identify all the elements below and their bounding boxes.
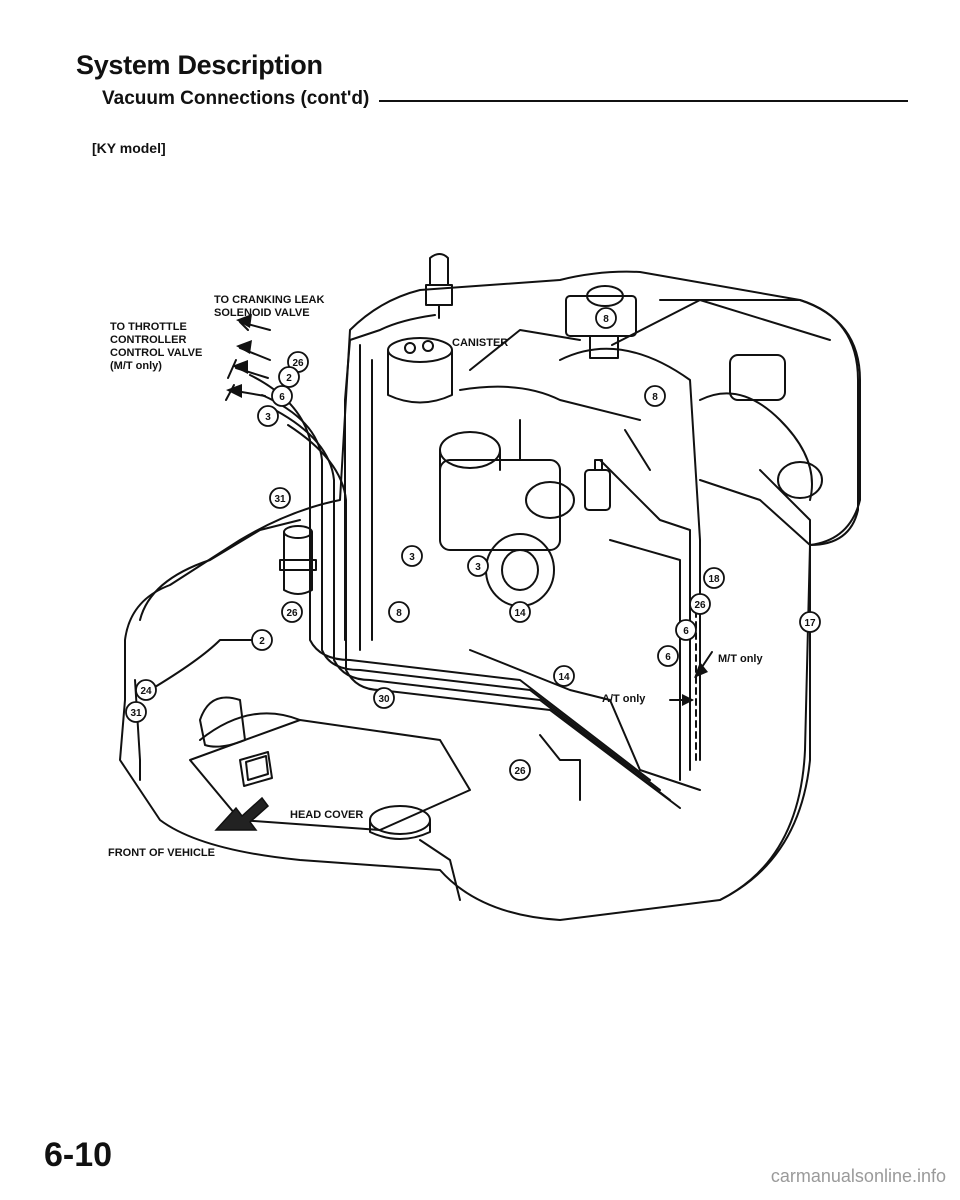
callout-26d: 26 bbox=[509, 759, 531, 781]
svg-text:14: 14 bbox=[514, 608, 526, 619]
subtitle-rule bbox=[379, 100, 908, 102]
hose-14 bbox=[459, 385, 641, 421]
label-head-cover: HEAD COVER bbox=[290, 809, 363, 821]
honda-emblem bbox=[239, 751, 273, 787]
callout-26b: 26 bbox=[689, 593, 711, 615]
callout-31a: 31 bbox=[269, 487, 291, 509]
carburetor-body bbox=[439, 459, 561, 551]
svg-text:6: 6 bbox=[279, 392, 285, 403]
callout-14b: 14 bbox=[553, 665, 575, 687]
svg-text:26: 26 bbox=[286, 608, 298, 619]
svg-text:3: 3 bbox=[265, 412, 271, 423]
svg-text:26: 26 bbox=[514, 766, 526, 777]
filter-box bbox=[729, 354, 786, 401]
callout-3b: 3 bbox=[401, 545, 423, 567]
oil-cap bbox=[369, 805, 431, 835]
label-throttle-4: (M/T only) bbox=[110, 360, 162, 372]
page-number: 6-10 bbox=[44, 1136, 113, 1174]
callout-14a: 14 bbox=[509, 601, 531, 623]
label-cranking-2: SOLENOID VALVE bbox=[214, 307, 310, 319]
callout-3c: 3 bbox=[467, 555, 489, 577]
front-arrow bbox=[214, 796, 270, 831]
label-throttle-3: CONTROL VALVE bbox=[110, 347, 202, 359]
svg-text:14: 14 bbox=[558, 672, 570, 683]
svg-text:3: 3 bbox=[409, 552, 415, 563]
watermark: carmanualsonline.info bbox=[770, 1166, 946, 1186]
svg-text:6: 6 bbox=[665, 652, 671, 663]
hose-6 bbox=[559, 347, 701, 761]
hose-3 bbox=[274, 409, 671, 801]
section-subtitle: Vacuum Connections (cont'd) bbox=[102, 88, 370, 109]
egr-valve bbox=[525, 481, 575, 519]
callout-3a: 3 bbox=[257, 405, 279, 427]
svg-text:8: 8 bbox=[603, 314, 609, 325]
label-throttle-2: CONTROLLER bbox=[110, 334, 186, 346]
label-front-of-vehicle: FRONT OF VEHICLE bbox=[108, 847, 215, 859]
label-at-only: A/T only bbox=[602, 693, 646, 705]
label-throttle-1: TO THROTTLE bbox=[110, 321, 187, 333]
svg-text:18: 18 bbox=[708, 574, 720, 585]
svg-text:6: 6 bbox=[683, 626, 689, 637]
svg-text:3: 3 bbox=[475, 562, 481, 573]
hose-10 bbox=[344, 314, 436, 641]
hose-13 bbox=[469, 329, 581, 371]
svg-text:26: 26 bbox=[292, 358, 304, 369]
hose-19 bbox=[149, 639, 261, 691]
callout-31b: 31 bbox=[125, 701, 147, 723]
hose-21 bbox=[539, 734, 581, 801]
air-horn bbox=[439, 431, 501, 469]
callout-6a: 6 bbox=[271, 385, 293, 407]
svg-text:24: 24 bbox=[140, 686, 152, 697]
label-canister: CANISTER bbox=[452, 337, 508, 349]
callout-26c: 26 bbox=[281, 601, 303, 623]
callout-8b: 8 bbox=[644, 385, 666, 407]
hose-9 bbox=[719, 469, 811, 901]
hose-17 bbox=[139, 519, 301, 621]
callout-2a: 2 bbox=[278, 366, 300, 388]
callout-2b: 2 bbox=[251, 629, 273, 651]
svg-text:17: 17 bbox=[804, 618, 816, 629]
callout-17: 17 bbox=[799, 611, 821, 633]
hose-2 bbox=[261, 394, 661, 791]
top-valve bbox=[429, 253, 449, 286]
svg-text:30: 30 bbox=[378, 694, 390, 705]
hose-8 bbox=[609, 539, 681, 781]
svg-text:26: 26 bbox=[694, 600, 706, 611]
air-box-port bbox=[777, 461, 823, 499]
hose-5 bbox=[611, 299, 831, 346]
hose-22 bbox=[419, 839, 461, 901]
svg-text:2: 2 bbox=[259, 636, 265, 647]
svg-text:31: 31 bbox=[274, 494, 286, 505]
page-title: System Description bbox=[76, 50, 323, 80]
callout-8a: 8 bbox=[595, 307, 617, 329]
svg-text:8: 8 bbox=[396, 608, 402, 619]
hose-16 bbox=[624, 429, 651, 471]
hose-20 bbox=[469, 649, 701, 791]
svg-text:2: 2 bbox=[286, 373, 292, 384]
canister-body bbox=[387, 349, 453, 404]
label-cranking-1: TO CRANKING LEAK bbox=[214, 294, 324, 306]
canister-top bbox=[387, 337, 453, 363]
left-solenoid-body bbox=[283, 531, 313, 595]
hose-7 bbox=[599, 459, 691, 771]
model-label: [KY model] bbox=[92, 140, 166, 156]
svg-text:31: 31 bbox=[130, 708, 142, 719]
callout-6c: 6 bbox=[657, 645, 679, 667]
left-solenoid-top bbox=[283, 525, 313, 539]
callout-30: 30 bbox=[373, 687, 395, 709]
section-header: Vacuum Connections (cont'd) bbox=[102, 88, 908, 110]
intake-throat bbox=[199, 696, 246, 748]
callout-6b: 6 bbox=[675, 619, 697, 641]
callout-8c: 8 bbox=[388, 601, 410, 623]
air-box bbox=[659, 299, 859, 546]
callout-24: 24 bbox=[135, 679, 157, 701]
callout-18: 18 bbox=[703, 567, 725, 589]
svg-text:8: 8 bbox=[652, 392, 658, 403]
label-mt-only: M/T only bbox=[718, 653, 763, 665]
